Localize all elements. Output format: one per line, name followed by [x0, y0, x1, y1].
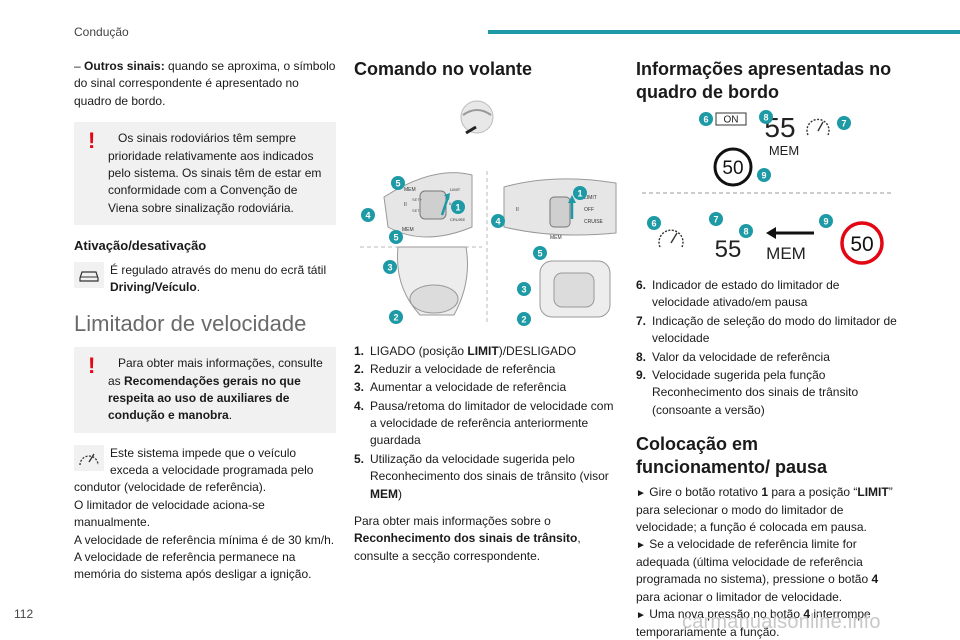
legend-item: 8.Valor da velocidade de referência — [636, 349, 830, 364]
svg-text:1: 1 — [455, 202, 460, 212]
instrument-display-figure: ON 55 MEM 50 8 6 7 9 55 MEM 50 6 7 8 9 — [642, 110, 892, 265]
system-paragraph-1: Este sistema impede que o veículo exceda… — [74, 445, 314, 495]
left-stalk-illustration: MEM SET+ SET- II LIMIT 0 CRUISE MEM — [383, 171, 473, 315]
activation-heading: Ativação/desativação — [74, 238, 207, 254]
steering-wheel-control-figure: MEM SET+ SET- II LIMIT 0 CRUISE MEM II L… — [360, 100, 617, 326]
warning-exclamation-icon: ! — [88, 128, 96, 154]
system-paragraph-3: A velocidade de referência mínima é de 3… — [74, 532, 335, 547]
svg-text:MEM: MEM — [404, 187, 416, 193]
svg-text:ON: ON — [724, 115, 739, 126]
legend-item: 2.Reduzir a velocidade de referência — [354, 361, 556, 376]
svg-text:50: 50 — [722, 158, 743, 179]
legend-item: 3.Aumentar a velocidade de referência — [354, 380, 567, 395]
svg-text:5: 5 — [393, 232, 398, 242]
system-paragraph-2: O limitador de velocidade aciona-se manu… — [74, 497, 265, 530]
car-icon — [74, 261, 104, 288]
right-stalk-illustration: II LIMIT OFF CRUISE MEM — [503, 177, 617, 317]
step-1: ► Gire o botão rotativo 1 para a posição… — [636, 485, 893, 535]
svg-text:CRUISE: CRUISE — [450, 217, 465, 222]
svg-text:7: 7 — [713, 215, 718, 225]
speed-sign-icon — [713, 147, 753, 187]
dash: – — [74, 59, 81, 73]
display-1: ON 55 MEM 50 8 6 7 9 — [699, 110, 851, 187]
svg-text:4: 4 — [495, 216, 500, 226]
warning-text: Os sinais rodoviários têm sempre priorid… — [108, 131, 322, 215]
header-accent-bar — [488, 30, 960, 34]
more-info-paragraph: Para obter mais informações sobre o Reco… — [354, 514, 581, 563]
svg-text:1: 1 — [577, 188, 582, 198]
start-pause-title: Colocação em funcionamento/ pausa — [636, 434, 828, 477]
speed-limiter-gauge-icon — [74, 444, 104, 471]
warning-exclamation-icon: ! — [88, 353, 96, 379]
outros-sinais-paragraph: – Outros sinais: quando se aproxima, o s… — [74, 58, 336, 110]
svg-text:MEM: MEM — [402, 227, 414, 233]
steering-wheel-icon — [460, 100, 494, 134]
legend-item: 4.Pausa/retoma do limitador de velocidad… — [354, 398, 614, 448]
step-2: ► Se a velocidade de referência limite f… — [636, 537, 879, 604]
callout-badges: 5 4 5 1 3 2 1 4 5 3 2 — [361, 175, 587, 326]
svg-text:LIMIT: LIMIT — [584, 195, 597, 201]
watermark-text: carmanualsonline.info — [682, 611, 881, 633]
svg-text:4: 4 — [365, 210, 370, 220]
svg-text:2: 2 — [393, 312, 398, 322]
svg-text:MEM: MEM — [766, 244, 806, 263]
legend-item: 9.Velocidade sugerida pela função Reconh… — [636, 367, 859, 417]
step-3: ► Uma nova pressão no botão 4 interrompe… — [636, 607, 871, 639]
activation-paragraph: É regulado através do menu do ecrã tátil… — [74, 261, 336, 297]
warning-box-signs: ! Os sinais rodoviários têm sempre prior… — [74, 122, 336, 226]
legend-item: 7.Indicação de seleção do modo do limita… — [636, 313, 897, 346]
svg-text:6: 6 — [703, 115, 708, 125]
svg-text:MEM: MEM — [550, 235, 562, 241]
svg-text:8: 8 — [763, 113, 768, 123]
page-header-section: Condução — [74, 25, 129, 39]
dashboard-info-title: Informações apresentadas no quadro de bo… — [636, 59, 892, 102]
legend-item: 6.Indicador de estado do limitador de ve… — [636, 278, 840, 310]
svg-text:3: 3 — [521, 284, 526, 294]
svg-text:9: 9 — [823, 217, 828, 227]
svg-text:II: II — [404, 202, 407, 208]
svg-text:II: II — [516, 207, 519, 213]
system-description: Este sistema impede que o veículo exceda… — [74, 444, 336, 584]
warning-box-recommendations: ! Para obter mais informações, consulte … — [74, 347, 336, 433]
column-left: – Outros sinais: quando se aproxima, o s… — [74, 58, 336, 584]
speed-sign-icon — [840, 221, 884, 265]
steering-control-title: Comando no volante — [354, 59, 533, 79]
svg-text:LIMIT: LIMIT — [450, 187, 461, 192]
svg-text:8: 8 — [743, 227, 748, 237]
outros-sinais-lead: Outros sinais: — [84, 59, 165, 73]
arrow-bullet-icon: ► — [636, 610, 646, 622]
svg-text:2: 2 — [521, 314, 526, 324]
driving-veiculo-label: Driving/Veículo — [110, 280, 197, 295]
arrow-bullet-icon: ► — [636, 540, 646, 552]
svg-text:SET+: SET+ — [412, 197, 423, 202]
svg-text:55: 55 — [715, 236, 742, 263]
svg-text:5: 5 — [537, 248, 542, 258]
speed-limiter-gauge-icon — [806, 118, 830, 136]
limiter-title: Limitador de velocidade — [74, 310, 307, 336]
svg-text:OFF: OFF — [584, 207, 594, 213]
svg-text:6: 6 — [651, 219, 656, 229]
arrow-bullet-icon: ► — [636, 488, 646, 500]
svg-text:50: 50 — [850, 233, 873, 256]
svg-text:3: 3 — [387, 262, 392, 272]
outros-sinais-text: quando se aproxima, o símbolo do sinal c… — [74, 59, 336, 108]
svg-text:CRUISE: CRUISE — [584, 219, 604, 225]
warning-recommendation-text: Para obter mais informações, consulte as… — [108, 356, 323, 423]
legend-item: 1.LIGADO (posição LIMIT)/DESLIGADO — [354, 343, 577, 358]
system-paragraph-4: A velocidade de referência permanece na … — [74, 550, 312, 582]
svg-text:SET-: SET- — [412, 208, 422, 213]
svg-text:0: 0 — [449, 201, 452, 206]
column-middle: Comando no volante MEM SET+ SET- II LIMI… — [354, 58, 620, 565]
display-legend: 6.Indicador de estado do limitador de ve… — [636, 277, 898, 419]
svg-text:7: 7 — [841, 119, 846, 129]
display-2: 55 MEM 50 6 7 8 9 — [647, 212, 884, 265]
page-number: 112 — [14, 607, 34, 621]
steering-control-legend: 1.LIGADO (posição LIMIT)/DESLIGADO 2.Red… — [354, 343, 620, 504]
svg-text:9: 9 — [761, 171, 766, 181]
legend-item: 5.Utilização da velocidade sugerida pelo… — [354, 451, 609, 501]
column-right: Informações apresentadas no quadro de bo… — [636, 58, 898, 640]
svg-text:MEM: MEM — [769, 143, 799, 158]
svg-text:5: 5 — [395, 178, 400, 188]
